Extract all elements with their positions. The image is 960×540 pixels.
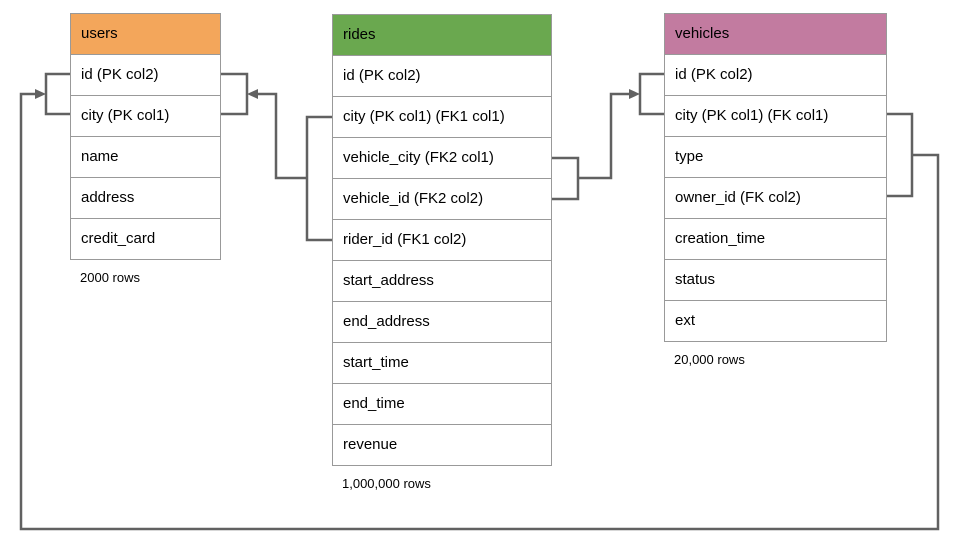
column-cell: vehicle_id (FK2 col2) — [333, 178, 551, 219]
row-count-label: 1,000,000 rows — [342, 476, 431, 491]
column-cell: address — [71, 177, 220, 218]
row-count-label: 20,000 rows — [674, 352, 745, 367]
column-cell: ext — [665, 300, 886, 341]
arrowhead-icon — [35, 89, 46, 99]
column-cell: owner_id (FK col2) — [665, 177, 886, 218]
arrowhead-icon — [247, 89, 258, 99]
column-cell: start_address — [333, 260, 551, 301]
vehicles-left-bracket-line — [638, 72, 664, 116]
relationship-vehicles-users — [19, 72, 940, 531]
column-cell: city (PK col1) — [71, 95, 220, 136]
column-cell: status — [665, 259, 886, 300]
users-left-bracket-line — [44, 72, 70, 116]
table-vehicles-header: vehicles — [665, 14, 886, 54]
table-rides: rides id (PK col2) city (PK col1) (FK1 c… — [332, 14, 552, 491]
relationship-rides-users — [221, 72, 332, 242]
rides-right-bracket-line — [552, 156, 580, 201]
column-cell: end_address — [333, 301, 551, 342]
column-cell: id (PK col2) — [665, 54, 886, 95]
table-vehicles-box: vehicles id (PK col2) city (PK col1) (FK… — [664, 13, 887, 342]
column-cell: end_time — [333, 383, 551, 424]
column-cell: city (PK col1) (FK col1) — [665, 95, 886, 136]
column-cell: revenue — [333, 424, 551, 465]
connector-line — [258, 92, 307, 180]
column-cell: id (PK col2) — [333, 55, 551, 96]
table-users: users id (PK col2) city (PK col1) name a… — [70, 13, 221, 285]
relationship-rides-vehicles — [552, 72, 664, 201]
table-users-box: users id (PK col2) city (PK col1) name a… — [70, 13, 221, 260]
column-cell: rider_id (FK1 col2) — [333, 219, 551, 260]
column-cell: name — [71, 136, 220, 177]
table-rides-box: rides id (PK col2) city (PK col1) (FK1 c… — [332, 14, 552, 466]
column-cell: credit_card — [71, 218, 220, 259]
users-right-bracket-line — [221, 72, 249, 116]
connector-line — [578, 92, 629, 180]
column-cell: creation_time — [665, 218, 886, 259]
column-cell: start_time — [333, 342, 551, 383]
column-cell: id (PK col2) — [71, 54, 220, 95]
connector-line — [19, 92, 940, 531]
vehicles-right-bracket-line — [887, 112, 914, 198]
table-rides-header: rides — [333, 15, 551, 55]
column-cell: type — [665, 136, 886, 177]
rides-left-bracket-line — [305, 115, 332, 242]
row-count-label: 2000 rows — [80, 270, 140, 285]
column-cell: city (PK col1) (FK1 col1) — [333, 96, 551, 137]
column-cell: vehicle_city (FK2 col1) — [333, 137, 551, 178]
table-vehicles: vehicles id (PK col2) city (PK col1) (FK… — [664, 13, 887, 367]
table-users-header: users — [71, 14, 220, 54]
arrowhead-icon — [629, 89, 640, 99]
